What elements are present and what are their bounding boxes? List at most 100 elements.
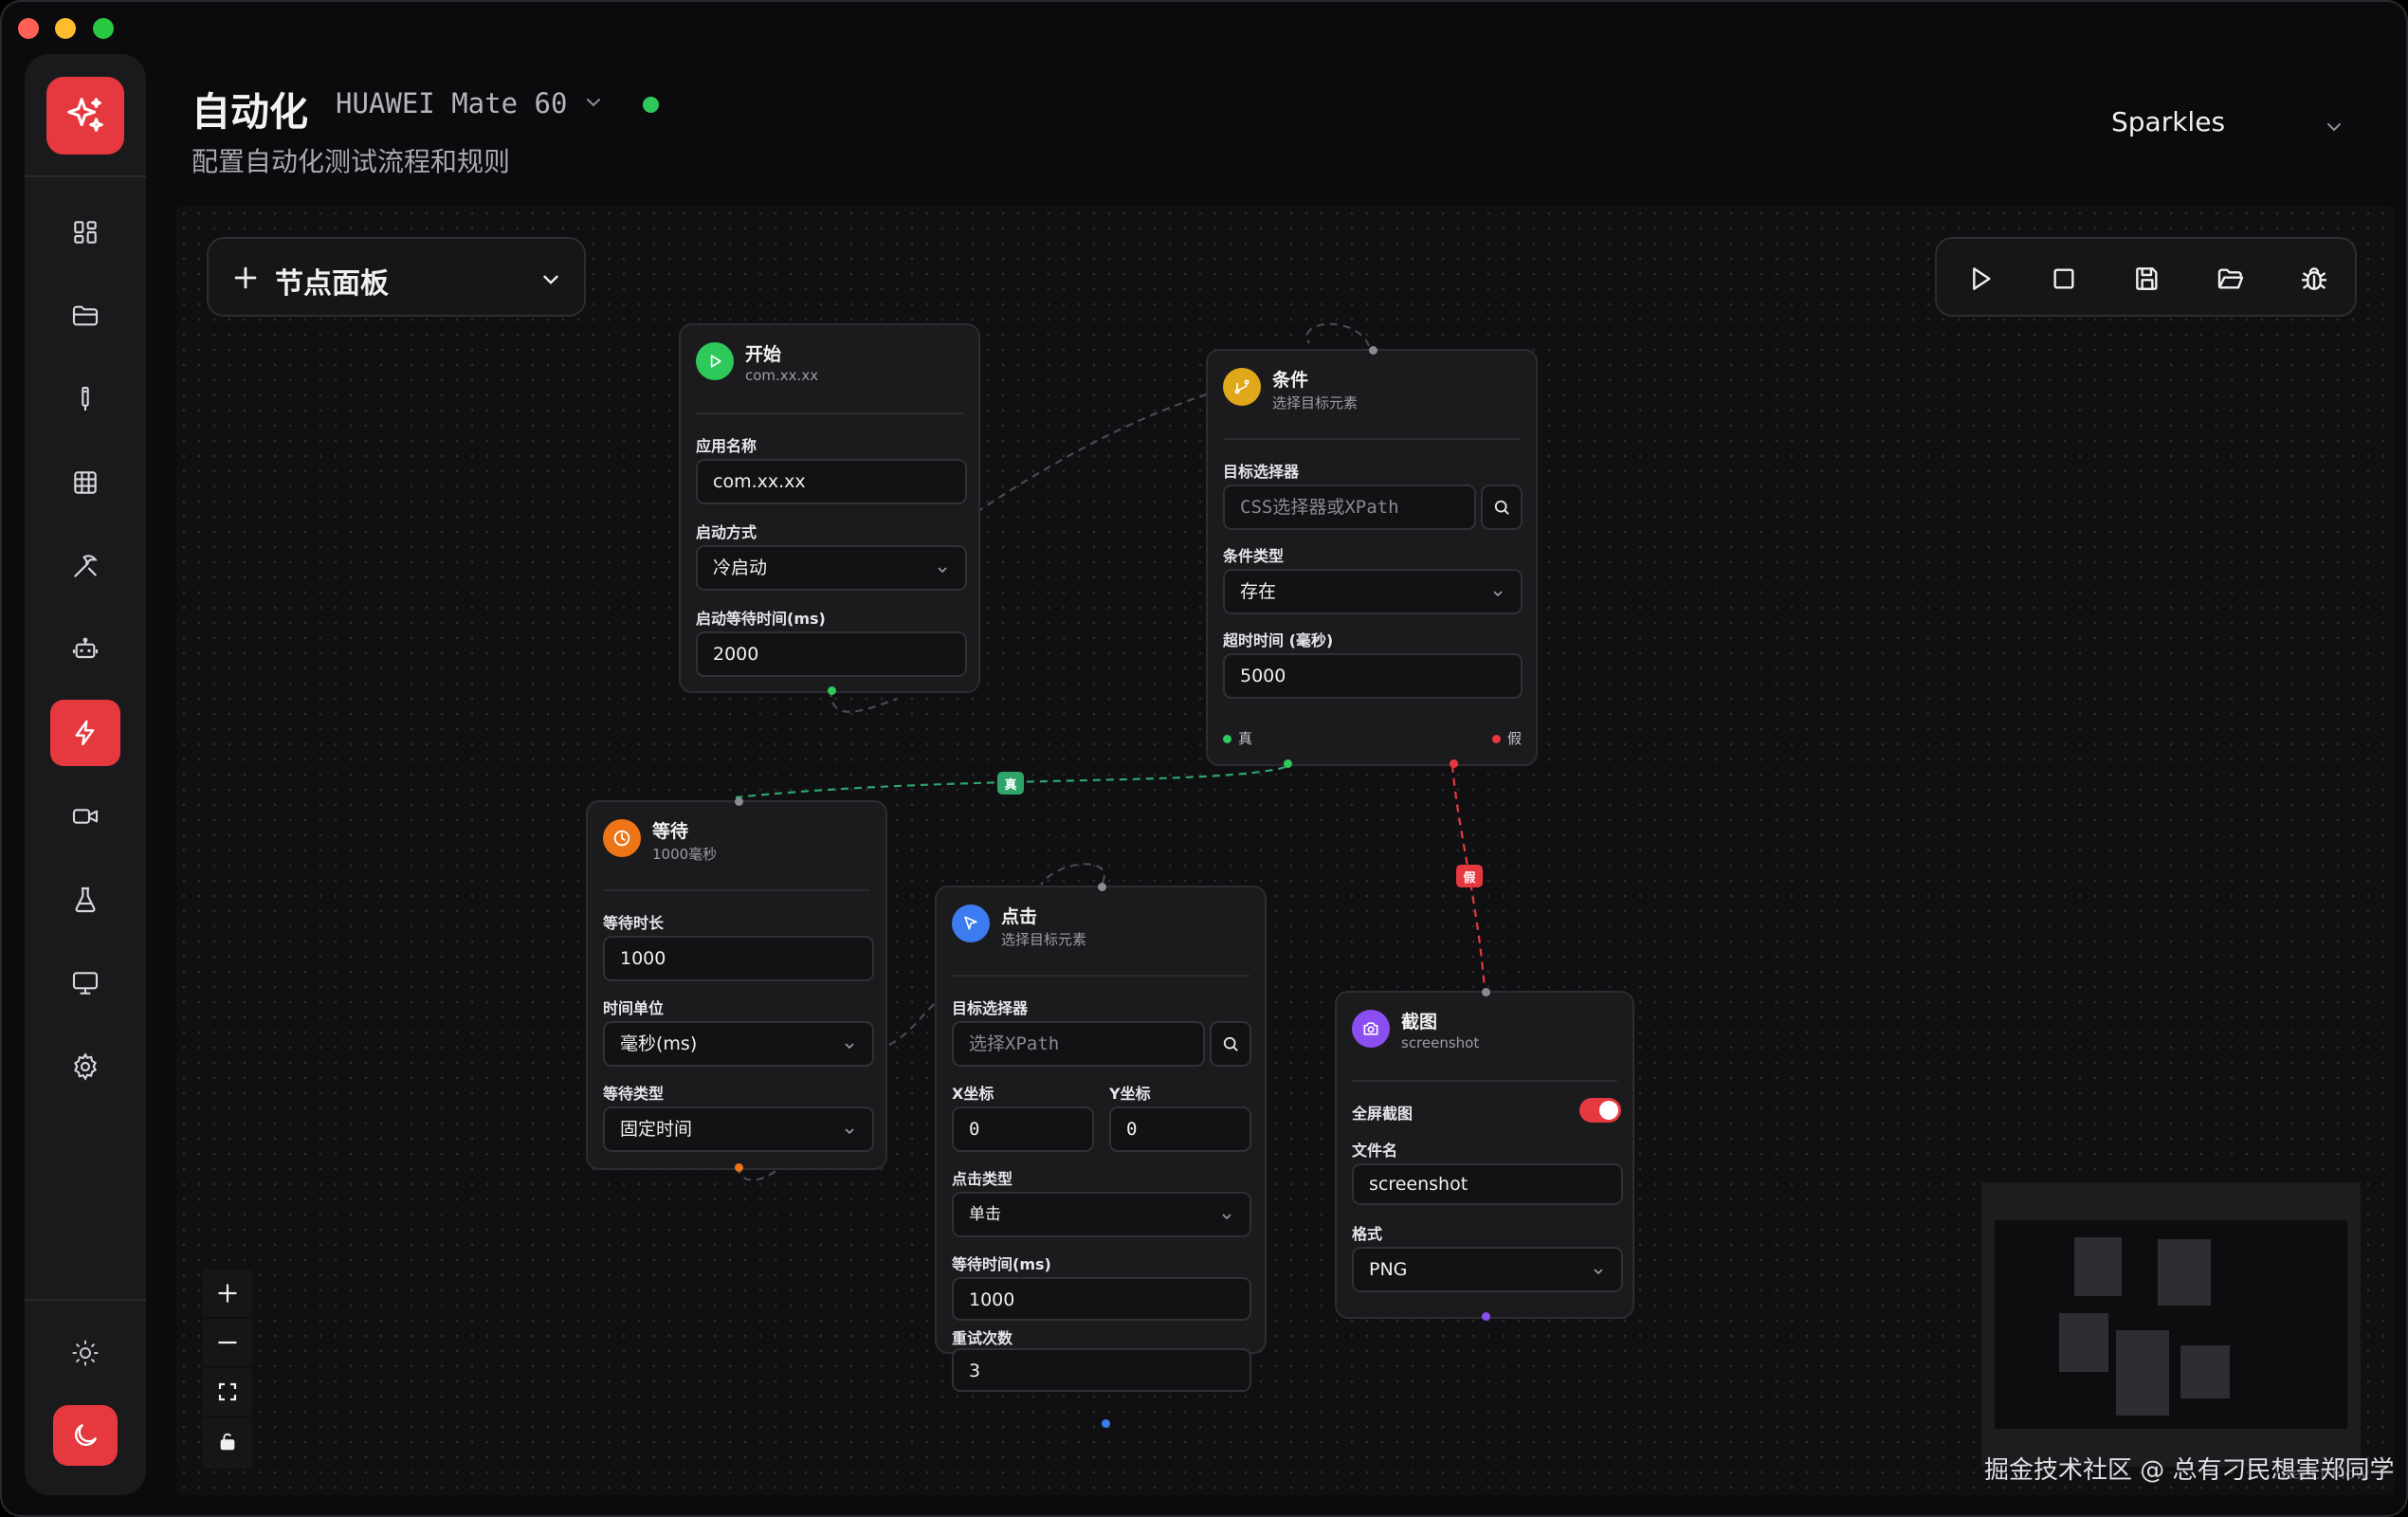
field-label: 目标选择器 (952, 999, 1029, 1017)
filename-input[interactable]: screenshot (1352, 1163, 1623, 1205)
open-button[interactable] (2212, 260, 2250, 298)
node-condition[interactable]: 条件 选择目标元素 目标选择器 CSS选择器或XPath 条件类型 存在 超时时… (1206, 346, 1538, 768)
device-selector[interactable]: HUAWEI Mate 60 (336, 87, 568, 119)
launch-wait-input[interactable]: 2000 (696, 631, 967, 677)
true-label: 真 (1238, 730, 1253, 747)
x-coordinate-input[interactable]: 0 (952, 1106, 1094, 1152)
lock-button[interactable] (203, 1417, 252, 1467)
click-selector-input[interactable]: 选择XPath (952, 1021, 1205, 1067)
edge-condition-false-to-screenshot[interactable] (1450, 764, 1487, 990)
flask-icon (75, 886, 96, 913)
target-selector-input[interactable]: CSS选择器或XPath (1223, 484, 1476, 530)
sidebar-item-video[interactable] (50, 783, 120, 850)
edge-start-bottom-loop[interactable] (829, 688, 898, 713)
dark-theme-button[interactable] (53, 1405, 118, 1466)
input-handle[interactable] (735, 797, 743, 806)
selector-search-button[interactable] (1481, 484, 1523, 530)
output-handle[interactable] (1482, 1312, 1490, 1321)
zoom-out-button[interactable] (203, 1319, 252, 1368)
sidebar-item-usb[interactable] (50, 366, 120, 432)
node-subtitle: screenshot (1401, 1034, 1480, 1051)
y-coordinate-input[interactable]: 0 (1109, 1106, 1251, 1152)
chevron-down-icon[interactable] (582, 91, 605, 114)
edge-click-top-loop[interactable] (1040, 863, 1105, 886)
minimap[interactable] (1981, 1182, 2361, 1467)
device-status-dot (643, 97, 659, 113)
minimap-node (2059, 1313, 2108, 1372)
zoom-controls (203, 1270, 252, 1469)
sidebar-item-grid[interactable] (50, 449, 120, 516)
clock-icon (603, 819, 641, 857)
wait-duration-input[interactable]: 1000 (603, 936, 874, 981)
robot-icon (72, 637, 99, 659)
sidebar-item-robot[interactable] (50, 616, 120, 683)
node-title: 条件 (1272, 370, 1309, 391)
save-button[interactable] (2128, 260, 2166, 298)
select-value: 存在 (1240, 581, 1277, 602)
click-output-handle[interactable] (1102, 1419, 1110, 1428)
sidebar-item-monitor[interactable] (50, 950, 120, 1016)
click-wait-input[interactable]: 1000 (952, 1277, 1251, 1321)
flow-canvas[interactable]: 真 假 节点面板 (176, 206, 2395, 1495)
click-type-select[interactable]: 单击 (952, 1192, 1251, 1237)
edge-condition-true-to-wait[interactable] (735, 765, 1286, 799)
minimize-window-button[interactable] (55, 18, 76, 39)
true-output-handle[interactable] (1284, 759, 1292, 768)
selector-search-button[interactable] (1210, 1021, 1251, 1067)
app-name-input[interactable]: com.xx.xx (696, 459, 967, 504)
node-panel-label: 节点面板 (275, 267, 389, 301)
usb-icon (82, 386, 89, 411)
fullscreen-toggle[interactable] (1579, 1098, 1621, 1123)
node-screenshot[interactable]: 截图 screenshot 全屏截图 文件名 screenshot 格式 PNG (1335, 988, 1634, 1321)
close-window-button[interactable] (18, 18, 39, 39)
node-divider (696, 412, 963, 414)
light-theme-button[interactable] (53, 1325, 118, 1381)
format-select[interactable]: PNG (1352, 1247, 1623, 1292)
wait-type-select[interactable]: 固定时间 (603, 1106, 874, 1152)
launch-mode-select[interactable]: 冷启动 (696, 545, 967, 591)
output-handle[interactable] (735, 1163, 743, 1172)
user-selector[interactable]: Sparkles (2097, 104, 2344, 146)
node-start[interactable]: 开始 com.xx.xx 应用名称 com.xx.xx 启动方式 冷启动 启动等… (679, 323, 980, 695)
field-label: 启动等待时间(ms) (696, 610, 826, 628)
user-name: Sparkles (2111, 106, 2226, 137)
react-flow-attribution[interactable]: React Flow (2281, 1465, 2369, 1484)
sidebar-item-dashboard[interactable] (50, 199, 120, 265)
node-wait[interactable]: 等待 1000毫秒 等待时长 1000 时间单位 毫秒(ms) 等待类型 固定时… (586, 797, 887, 1172)
sidebar-divider (25, 1299, 146, 1301)
input-handle[interactable] (1098, 883, 1106, 891)
page-title: 自动化 (192, 89, 308, 135)
sidebar-item-tools[interactable] (50, 533, 120, 599)
timeout-input[interactable]: 5000 (1223, 653, 1523, 699)
sidebar-item-files[interactable] (50, 283, 120, 349)
retry-count-input[interactable]: 3 (952, 1348, 1251, 1392)
condition-type-select[interactable]: 存在 (1223, 569, 1523, 614)
field-label: 等待类型 (603, 1085, 665, 1103)
node-click[interactable]: 点击 选择目标元素 目标选择器 选择XPath X坐标 Y坐标 0 0 点击类型… (935, 883, 1267, 1392)
node-title: 截图 (1401, 1012, 1438, 1033)
sidebar-item-settings[interactable] (50, 1033, 120, 1100)
edge-label-false: 假 (1456, 865, 1483, 887)
input-handle[interactable] (1369, 346, 1377, 355)
maximize-window-button[interactable] (93, 18, 114, 39)
lightning-icon (75, 720, 95, 746)
false-output-handle[interactable] (1450, 759, 1458, 768)
page-subtitle: 配置自动化测试流程和规则 (192, 146, 511, 177)
chevron-down-icon (543, 275, 558, 284)
stop-button[interactable] (2045, 260, 2083, 298)
run-button[interactable] (1961, 260, 1999, 298)
node-subtitle: 1000毫秒 (652, 846, 718, 863)
edge-condition-top-loop[interactable] (1305, 322, 1371, 347)
fit-view-button[interactable] (203, 1368, 252, 1417)
sidebar-item-lab[interactable] (50, 867, 120, 933)
app-logo[interactable] (46, 77, 124, 155)
zoom-in-button[interactable] (203, 1270, 252, 1319)
sidebar-item-automation[interactable] (50, 700, 120, 766)
field-label: 启动方式 (696, 523, 757, 541)
node-panel-dropdown[interactable]: 节点面板 (207, 237, 586, 317)
edge-label-true: 真 (997, 772, 1024, 795)
debug-button[interactable] (2295, 260, 2333, 298)
input-handle[interactable] (1482, 988, 1490, 996)
time-unit-select[interactable]: 毫秒(ms) (603, 1021, 874, 1067)
output-handle[interactable] (828, 686, 836, 695)
